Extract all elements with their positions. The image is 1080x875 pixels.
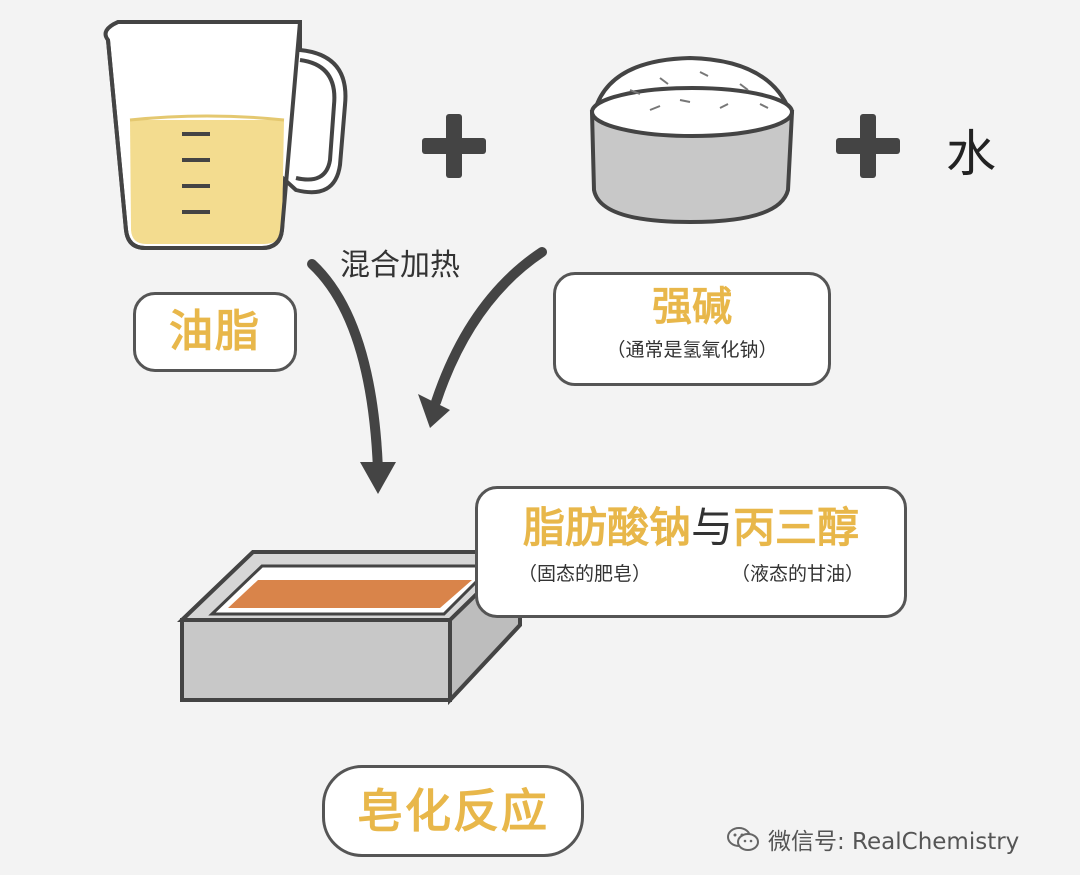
bowl-icon [589, 55, 795, 225]
process-step-label: 混合加热 [340, 248, 460, 283]
arrow-down-icon [418, 247, 547, 428]
watermark: 微信号: RealChemistry [726, 822, 1019, 856]
oil-label: 油脂 [169, 306, 261, 357]
reaction-label-box: 皂化反应 [322, 765, 584, 857]
wechat-icon [727, 827, 759, 851]
watermark-text: 微信号: RealChemistry [768, 829, 1020, 855]
soap-note: （固态的肥皂） [517, 563, 651, 585]
plus-icon [836, 114, 900, 178]
reaction-name: 皂化反应 [357, 784, 549, 838]
soap-name: 脂肪酸钠 [522, 503, 691, 552]
soap-mold-icon [177, 547, 525, 706]
plus-icon [422, 114, 486, 178]
water-label: 水 [946, 125, 996, 183]
alkali-note: （通常是氢氧化钠） [606, 339, 778, 361]
glycerol-note: （液态的甘油） [730, 563, 864, 585]
alkali-label-box: 强碱 （通常是氢氧化钠） [553, 272, 831, 386]
oil-label-box: 油脂 [133, 292, 297, 372]
glycerol-name: 丙三醇 [733, 503, 860, 552]
measuring-cup-icon [103, 20, 348, 250]
connector-text: 与 [690, 503, 733, 552]
arrow-down-icon [307, 259, 396, 494]
alkali-label: 强碱 [652, 284, 732, 330]
products-label-box: 脂肪酸钠与丙三醇 （固态的肥皂） （液态的甘油） [475, 486, 907, 618]
